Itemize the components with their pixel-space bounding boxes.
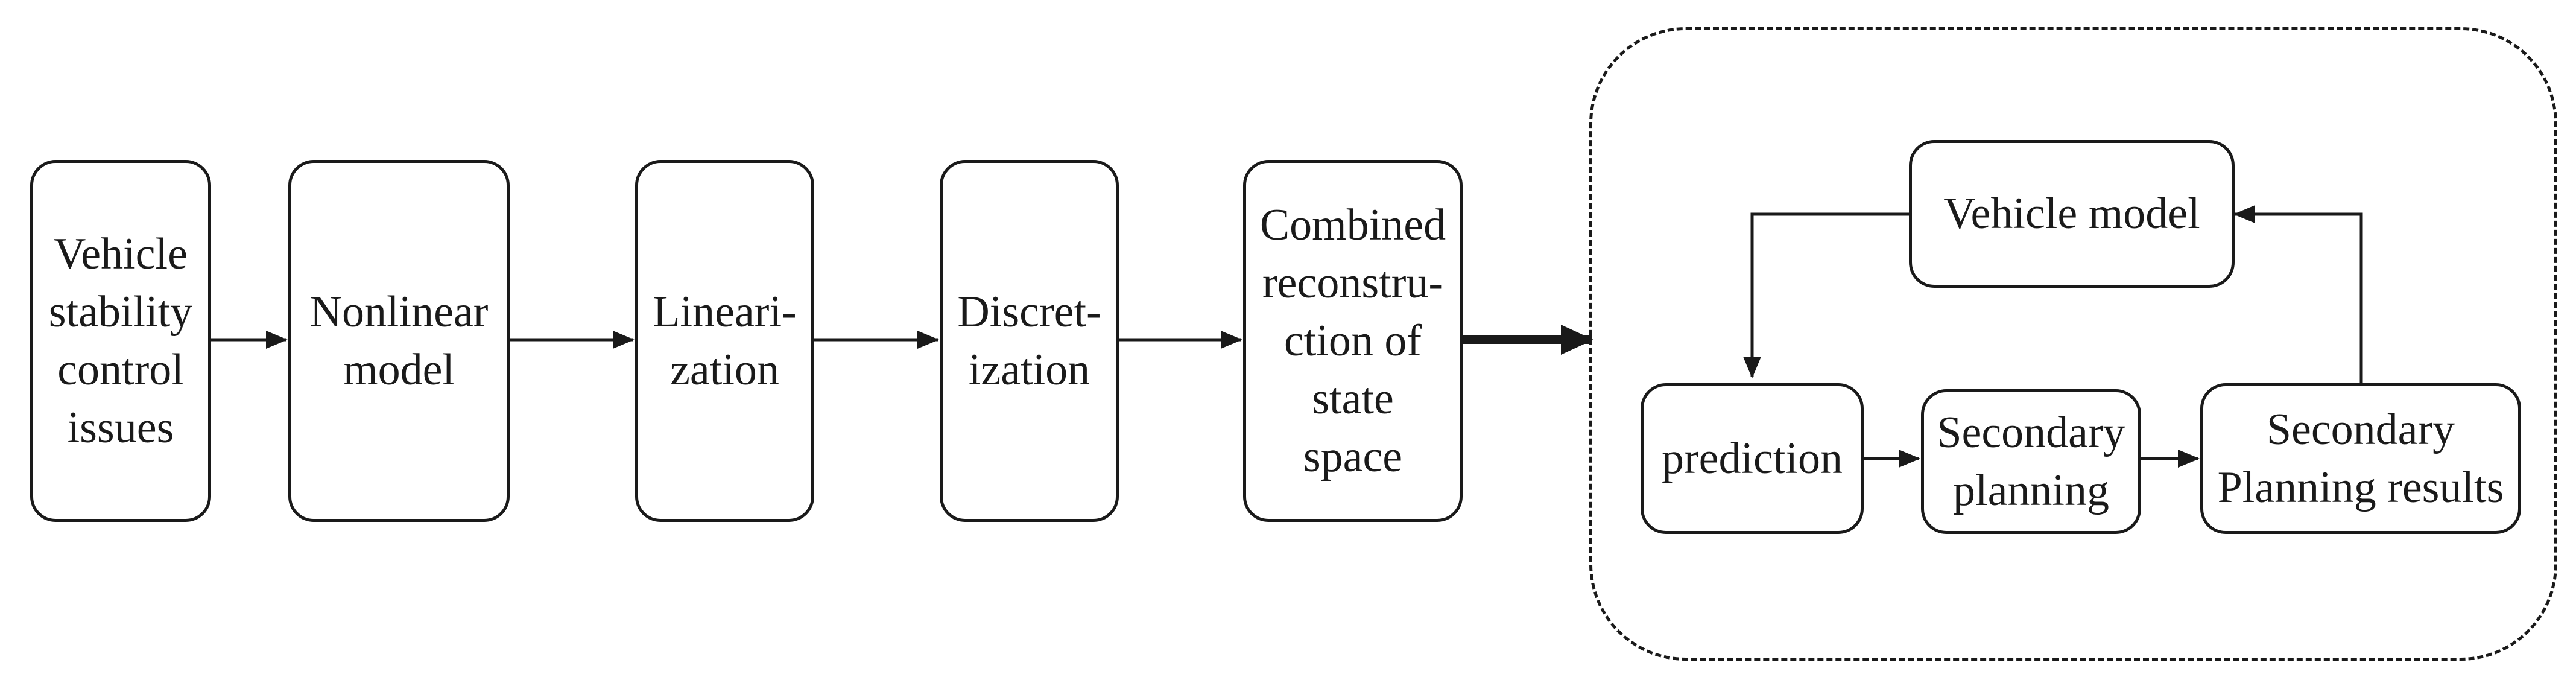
prediction-box: prediction — [1641, 383, 1864, 534]
nonlinear-model-box: Nonlinear model — [288, 160, 510, 522]
secondary-planning-label: Secondary planning — [1937, 407, 2125, 515]
linearization-label: Lineari- zation — [653, 287, 797, 395]
vehicle-model-label: Vehicle model — [1943, 189, 2200, 239]
secondary-planning-box: Secondary planning — [1921, 389, 2141, 534]
vehicle-model-box: Vehicle model — [1909, 140, 2235, 288]
mpc-loop-region — [1589, 27, 2557, 661]
vehicle-stability-box: Vehicle stability control issues — [30, 160, 211, 522]
prediction-label: prediction — [1661, 433, 1843, 483]
vehicle-stability-label: Vehicle stability control issues — [48, 229, 193, 453]
discretization-label: Discret- ization — [957, 287, 1101, 395]
arrow-results-to-vehicle-model — [2233, 205, 2363, 383]
secondary-planning-results-box: Secondary Planning results — [2200, 383, 2521, 534]
combined-reconstruction-label: Combined reconstru- ction of state space — [1259, 200, 1446, 482]
discretization-box: Discret- ization — [940, 160, 1119, 522]
secondary-planning-results-label: Secondary Planning results — [2217, 404, 2504, 512]
linearization-box: Lineari- zation — [635, 160, 814, 522]
arrow-vehicle-model-to-prediction — [1743, 212, 1909, 378]
nonlinear-model-label: Nonlinear model — [309, 287, 489, 395]
combined-reconstruction-box: Combined reconstru- ction of state space — [1243, 160, 1463, 522]
